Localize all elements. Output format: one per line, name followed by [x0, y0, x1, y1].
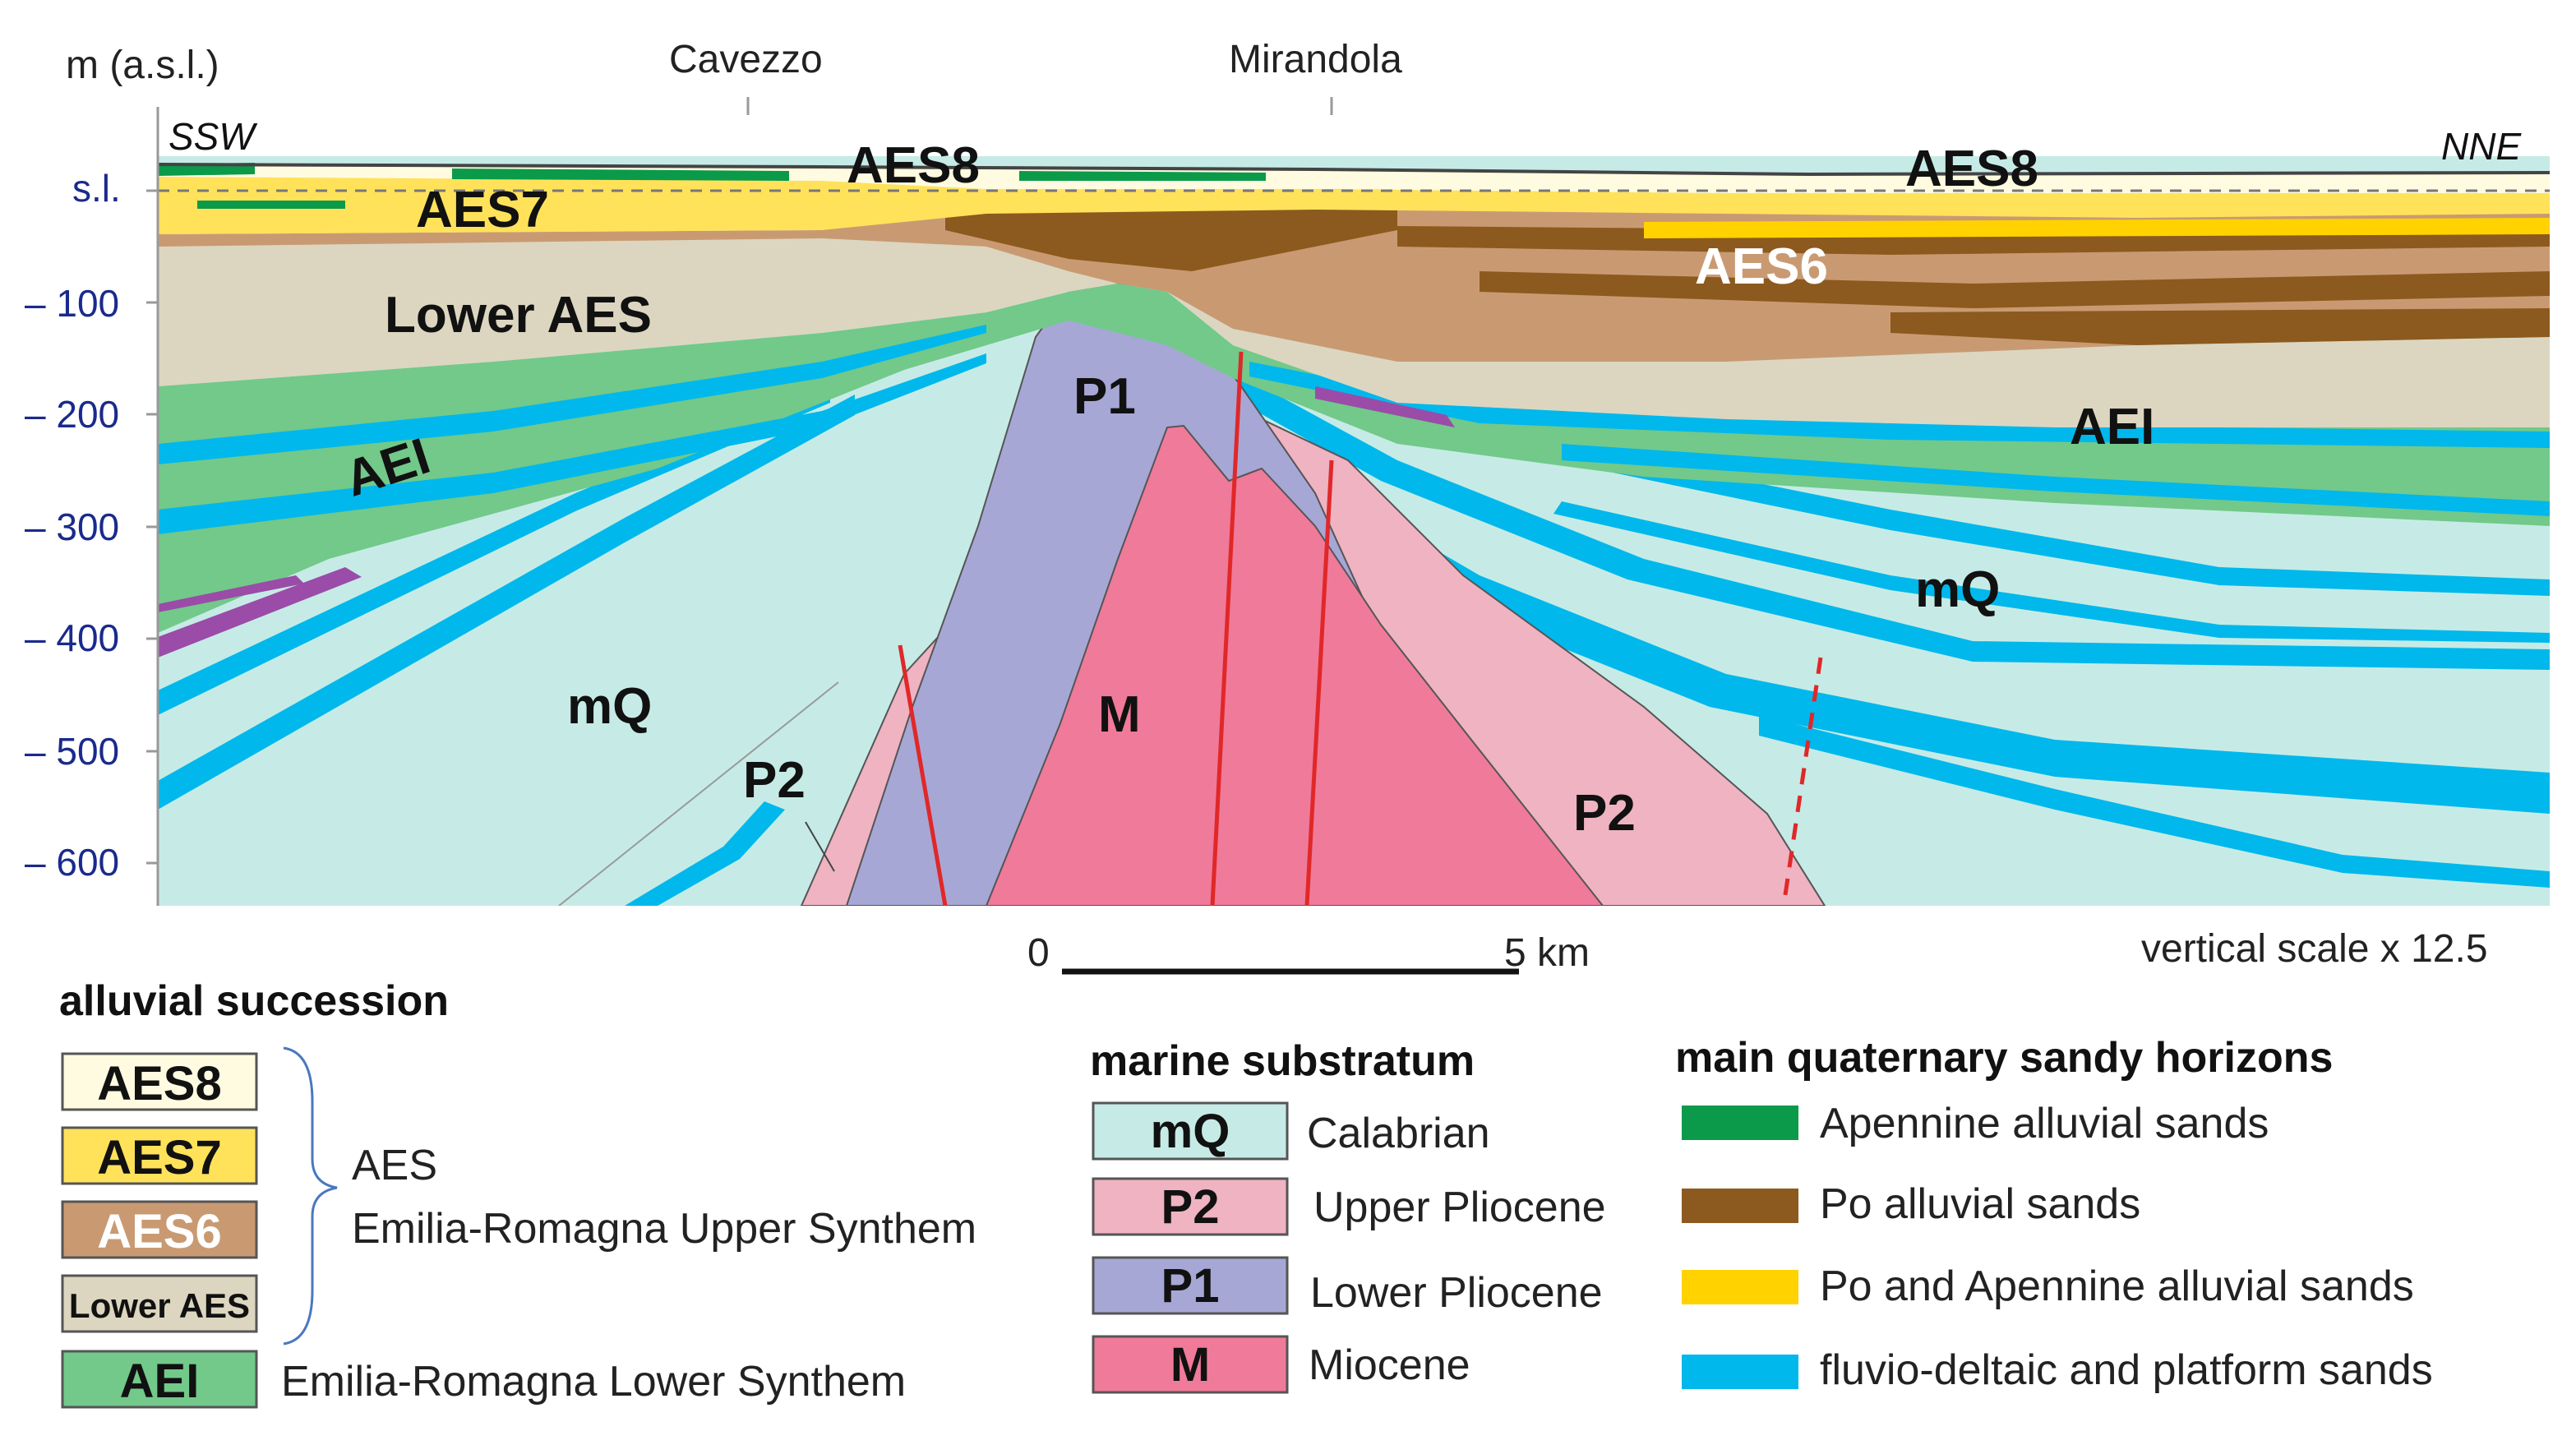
swatch-po-sands	[1682, 1189, 1798, 1223]
legend-title-sandy: main quaternary sandy horizons	[1675, 1034, 2333, 1082]
swatch-label-aei: AEI	[120, 1355, 200, 1408]
label-lower-aes: Lower AES	[385, 287, 652, 344]
cross-section	[158, 156, 2550, 906]
depth-ticks: – 100 – 200 – 300 – 400 – 500 – 600	[25, 189, 158, 884]
direction-label-right: NNE	[2441, 125, 2522, 168]
swatch-lower-aes	[61, 1274, 258, 1333]
label-mq-right: mQ	[1915, 561, 2000, 618]
aes-group-brace	[283, 1046, 338, 1346]
label-p2-left: P2	[743, 752, 806, 809]
swatch-aes6	[61, 1200, 258, 1259]
ground-surface-line	[158, 163, 2550, 177]
town-markers: Cavezzo Mirandola	[669, 38, 1402, 115]
label-aei-right: AEI	[2070, 399, 2154, 455]
swatch-m	[1092, 1335, 1289, 1394]
apennine-alluvial-sand-lenses	[158, 163, 1266, 209]
swatch-p1	[1092, 1256, 1289, 1315]
aes7-yellow-sands-right	[1644, 218, 2550, 238]
vertical-scale-label: vertical scale x 12.5	[2141, 927, 2488, 971]
sandy-label-fluvio-deltaic: fluvio-deltaic and platform sands	[1820, 1346, 2433, 1394]
town-label-mirandola: Mirandola	[1229, 38, 1402, 81]
depth-tick-label: – 300	[25, 505, 119, 548]
depth-tick-label: – 600	[25, 841, 119, 884]
sandy-label-po-apennine: Po and Apennine alluvial sands	[1820, 1263, 2414, 1310]
marine-label-upper-pliocene: Upper Pliocene	[1313, 1184, 1606, 1231]
thin-contact-line	[558, 681, 839, 906]
section-unit-labels: AES8 AES8 AES7 AES6 Lower AES AEI AEI P1…	[339, 137, 2155, 842]
marine-label-lower-pliocene: Lower Pliocene	[1310, 1269, 1603, 1317]
scale-end-label: 5 km	[1504, 931, 1590, 975]
marine-label-calabrian: Calabrian	[1307, 1110, 1490, 1157]
legend-title-marine: marine substratum	[1090, 1037, 1475, 1085]
swatch-aes7	[61, 1126, 258, 1185]
swatch-label-p2: P2	[1161, 1180, 1220, 1234]
unit-lower-aes-area	[158, 234, 2550, 427]
swatch-apennine-sands	[1682, 1106, 1798, 1140]
town-label-cavezzo: Cavezzo	[669, 38, 823, 81]
p2-leader-line	[805, 821, 835, 872]
label-aes8-left: AES8	[847, 137, 980, 194]
depth-tick-label: – 500	[25, 730, 119, 773]
depth-tick-label: – 200	[25, 393, 119, 436]
label-p1: P1	[1073, 368, 1136, 425]
label-p2-right: P2	[1573, 785, 1636, 842]
aei-description: Emilia-Romagna Lower Synthem	[281, 1358, 906, 1406]
fault-lines	[898, 351, 1823, 906]
swatch-label-aes6: AES6	[97, 1205, 222, 1258]
label-aes8-right: AES8	[1905, 141, 2038, 197]
sandy-label-apennine: Apennine alluvial sands	[1820, 1100, 2269, 1147]
swatch-label-aes8: AES8	[97, 1057, 222, 1110]
sea-level-label: s.l.	[72, 167, 121, 210]
label-aes7: AES7	[416, 182, 549, 238]
marine-label-miocene: Miocene	[1309, 1341, 1470, 1389]
sandy-label-po: Po alluvial sands	[1820, 1180, 2140, 1228]
label-m: M	[1098, 686, 1141, 743]
swatch-po-apennine-sands	[1682, 1270, 1798, 1304]
fluvio-deltaic-sand-bodies-right	[1200, 362, 2550, 888]
label-aes6: AES6	[1695, 238, 1828, 295]
legend-title-alluvial: alluvial succession	[59, 977, 449, 1025]
depth-tick-label: – 400	[25, 616, 119, 659]
unit-aei-area	[158, 284, 2550, 633]
swatch-p2	[1092, 1177, 1289, 1236]
swatch-label-aes7: AES7	[97, 1131, 222, 1184]
swatch-fluvio-deltaic-sands	[1682, 1355, 1798, 1389]
swatch-aes8	[61, 1052, 258, 1111]
legend-sandy-horizons: main quaternary sandy horizons Apennine …	[1675, 1034, 2433, 1394]
direction-label-left: SSW	[169, 115, 258, 158]
swatch-label-lower-aes: Lower AES	[69, 1286, 250, 1325]
legend-marine-substratum: marine substratum mQ Calabrian P2 Upper …	[1090, 1037, 1606, 1394]
swatch-mq	[1092, 1101, 1289, 1161]
aes-group-label: AES	[352, 1142, 437, 1189]
aei-sand-stripes	[158, 325, 2550, 534]
legend-alluvial-succession: alluvial succession AES8 AES7 AES6 Lower…	[59, 977, 976, 1409]
unit-m-area	[985, 424, 1604, 906]
horizontal-scale-bar: 0 5 km	[1027, 931, 1590, 975]
y-axis-title: m (a.s.l.)	[66, 44, 219, 87]
swatch-aei	[61, 1350, 258, 1409]
label-mq-left: mQ	[567, 678, 652, 735]
swatch-label-p1: P1	[1161, 1259, 1220, 1313]
scale-start-label: 0	[1027, 931, 1050, 975]
swatch-label-m: M	[1170, 1338, 1210, 1392]
depth-tick-label: – 100	[25, 282, 119, 325]
fluvio-deltaic-sand-bodies-left	[158, 386, 855, 906]
swatch-label-mq: mQ	[1151, 1105, 1230, 1158]
aes-group-description: Emilia-Romagna Upper Synthem	[352, 1205, 976, 1253]
